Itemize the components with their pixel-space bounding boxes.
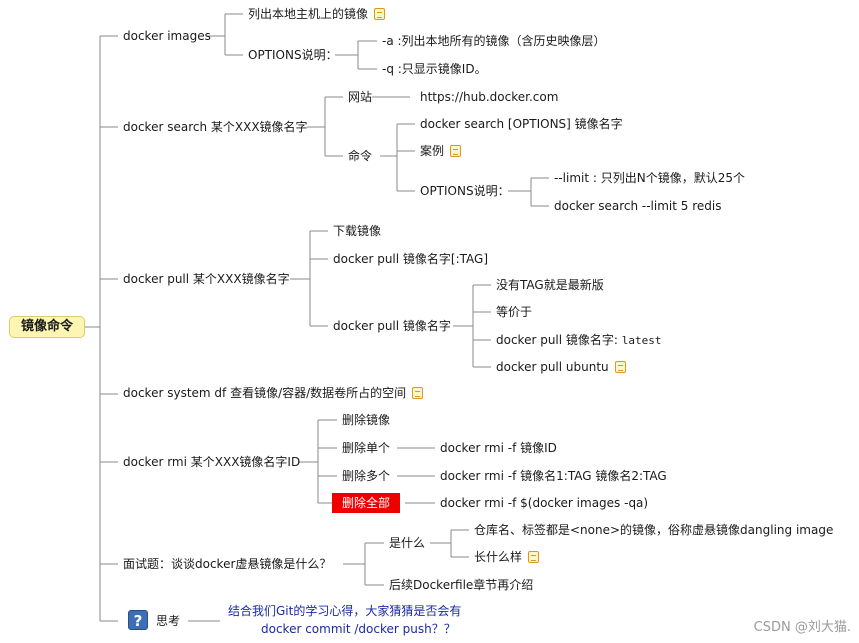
node-images-opt-q[interactable]: -q :只显示镜像ID。 — [382, 62, 487, 76]
note-icon[interactable] — [614, 361, 626, 373]
node-dangling-later[interactable]: 后续Dockerfile章节再介绍 — [389, 578, 534, 592]
node-docker-rmi[interactable]: docker rmi 某个XXX镜像名字ID — [123, 455, 301, 469]
node-rmi-single-cmd[interactable]: docker rmi -f 镜像ID — [440, 441, 557, 455]
node-search-limit-desc[interactable]: --limit : 只列出N个镜像，默认25个 — [554, 171, 745, 185]
node-pull-equals[interactable]: 等价于 — [496, 305, 533, 319]
node-docker-system-df[interactable]: docker system df 查看镜像/容器/数据卷所占的空间 — [123, 385, 424, 401]
node-pull-latest-default[interactable]: 没有TAG就是最新版 — [496, 278, 604, 292]
node-rmi-delete[interactable]: 删除镜像 — [342, 413, 391, 427]
note-icon[interactable] — [412, 387, 424, 399]
node-pull-no-tag[interactable]: docker pull 镜像名字 — [333, 319, 451, 333]
system-df-text: docker system df 查看镜像/容器/数据卷所占的空间 — [123, 386, 407, 400]
node-docker-search[interactable]: docker search 某个XXX镜像名字 — [123, 120, 308, 134]
node-dangling-look[interactable]: 长什么样 — [474, 549, 540, 565]
note-icon[interactable] — [528, 551, 540, 563]
node-docker-pull[interactable]: docker pull 某个XXX镜像名字 — [123, 272, 290, 286]
note-icon[interactable] — [450, 145, 462, 157]
node-rmi-all[interactable]: 删除全部 — [332, 493, 401, 513]
note-icon[interactable] — [374, 8, 386, 20]
node-pull-latest[interactable]: docker pull 镜像名字: latest — [496, 332, 662, 349]
node-dangling-what-desc[interactable]: 仓库名、标签都是<none>的镜像，俗称虚悬镜像dangling image — [474, 522, 833, 538]
pull-ubuntu-text: docker pull ubuntu — [496, 360, 609, 374]
node-search-example[interactable]: 案例 — [420, 143, 462, 159]
node-dangling-question[interactable]: 面试题：谈谈docker虚悬镜像是什么？ — [123, 557, 332, 571]
pull-latest-tag: latest — [621, 334, 662, 347]
dangling-desc-term: dangling image — [740, 523, 834, 537]
node-search-options[interactable]: OPTIONS说明： — [420, 184, 510, 198]
root-node[interactable]: 镜像命令 — [9, 316, 85, 338]
watermark: CSDN @刘大猫. — [753, 620, 851, 635]
dangling-look-text: 长什么样 — [474, 550, 523, 564]
node-search-syntax[interactable]: docker search [OPTIONS] 镜像名字 — [420, 117, 623, 131]
question-icon: ? — [128, 610, 148, 630]
node-rmi-multi-cmd[interactable]: docker rmi -f 镜像名1:TAG 镜像名2:TAG — [440, 469, 667, 483]
images-desc-text: 列出本地主机上的镜像 — [248, 7, 369, 21]
node-think-line1[interactable]: 结合我们Git的学习心得，大家猜猜是否会有 — [228, 604, 462, 618]
search-example-text: 案例 — [420, 144, 445, 158]
node-images-opt-a[interactable]: -a :列出本地所有的镜像（含历史映像层） — [382, 34, 606, 48]
node-dangling-what[interactable]: 是什么 — [389, 536, 426, 550]
node-pull-with-tag[interactable]: docker pull 镜像名字[:TAG] — [333, 252, 489, 266]
node-search-cmd[interactable]: 命令 — [348, 149, 373, 163]
node-rmi-multi[interactable]: 删除多个 — [342, 469, 391, 483]
node-search-limit-example[interactable]: docker search --limit 5 redis — [554, 199, 722, 213]
node-rmi-single[interactable]: 删除单个 — [342, 441, 391, 455]
node-pull-ubuntu[interactable]: docker pull ubuntu — [496, 359, 626, 375]
pull-latest-prefix: docker pull 镜像名字: — [496, 333, 622, 347]
node-pull-download[interactable]: 下载镜像 — [333, 224, 382, 238]
node-rmi-all-cmd[interactable]: docker rmi -f $(docker images -qa) — [440, 496, 649, 510]
node-images-desc[interactable]: 列出本地主机上的镜像 — [248, 6, 386, 22]
node-images-options[interactable]: OPTIONS说明： — [248, 48, 338, 62]
dangling-desc-prefix: 仓库名、标签都是<none>的镜像，俗称虚悬镜像 — [474, 523, 741, 537]
node-docker-images[interactable]: docker images — [123, 29, 211, 43]
node-search-site[interactable]: 网站 — [348, 90, 373, 104]
node-search-site-url[interactable]: https://hub.docker.com — [420, 90, 559, 104]
node-think[interactable]: 思考 — [156, 614, 181, 628]
node-think-line2[interactable]: docker commit /docker push？？ — [261, 622, 456, 636]
